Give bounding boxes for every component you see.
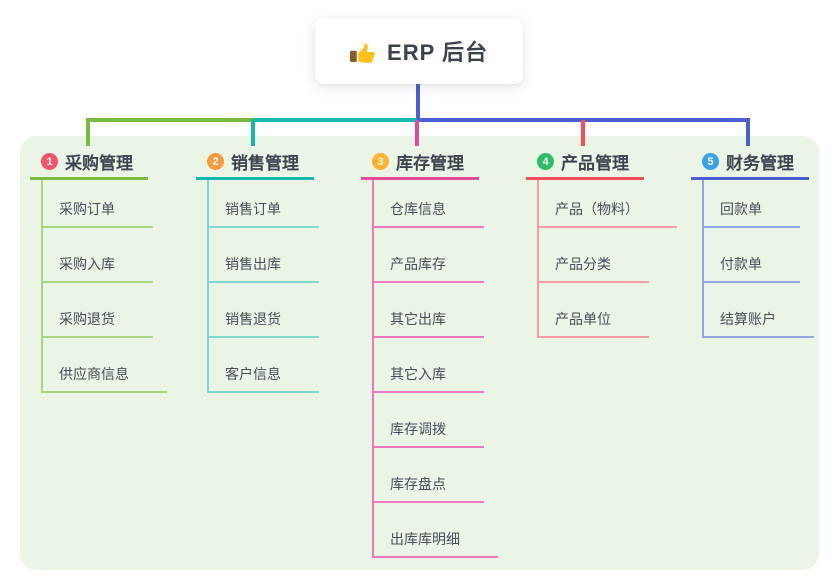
node-label: 销售出库 <box>225 256 281 272</box>
node-product-stock[interactable]: 产品库存 <box>374 228 484 283</box>
node-customer-info[interactable]: 客户信息 <box>209 338 319 393</box>
node-label: 付款单 <box>720 256 762 272</box>
node-label: 销售订单 <box>225 201 281 217</box>
node-label: 仓库信息 <box>390 201 446 217</box>
node-settlement-account[interactable]: 结算账户 <box>704 283 814 338</box>
node-purchase-return[interactable]: 采购退货 <box>43 283 153 338</box>
branch-title-finance[interactable]: 5 财务管理 <box>691 146 809 180</box>
branch-label: 销售管理 <box>231 154 299 173</box>
connector-root-drop <box>416 84 420 120</box>
branch-number-badge: 3 <box>372 153 389 170</box>
node-label: 采购退货 <box>59 311 115 327</box>
connector-drop-teal <box>251 119 255 146</box>
node-product-category[interactable]: 产品分类 <box>539 228 649 283</box>
node-label: 采购入库 <box>59 256 115 272</box>
node-label: 产品单位 <box>555 311 611 327</box>
node-label: 库存调拨 <box>390 421 446 437</box>
node-purchase-order[interactable]: 采购订单 <box>43 180 153 228</box>
branch-children-purchase: 采购订单 采购入库 采购退货 供应商信息 <box>41 180 167 393</box>
node-sales-return[interactable]: 销售退货 <box>209 283 319 338</box>
branch-number-badge: 1 <box>41 153 58 170</box>
branch-product: 4 产品管理 产品（物料） 产品分类 产品单位 <box>526 146 677 338</box>
branch-label: 财务管理 <box>726 154 794 173</box>
connector-drop-blue <box>746 119 750 146</box>
connector-drop-green <box>86 119 90 146</box>
node-product-unit[interactable]: 产品单位 <box>539 283 649 338</box>
thumbs-up-icon <box>350 43 376 63</box>
node-label: 其它入库 <box>390 366 446 382</box>
branch-children-finance: 回款单 付款单 结算账户 <box>702 180 814 338</box>
node-purchase-inbound[interactable]: 采购入库 <box>43 228 153 283</box>
node-warehouse-info[interactable]: 仓库信息 <box>374 180 484 228</box>
node-supplier-info[interactable]: 供应商信息 <box>43 338 167 393</box>
branches-panel <box>20 136 819 570</box>
branch-label: 库存管理 <box>396 154 464 173</box>
node-label: 供应商信息 <box>59 366 129 382</box>
connector-drop-magenta <box>415 120 419 146</box>
connector-drop-red <box>581 120 585 146</box>
branch-children-sales: 销售订单 销售出库 销售退货 客户信息 <box>207 180 319 393</box>
node-other-outbound[interactable]: 其它出库 <box>374 283 484 338</box>
node-label: 产品分类 <box>555 256 611 272</box>
node-label: 采购订单 <box>59 201 115 217</box>
node-label: 客户信息 <box>225 366 281 382</box>
branch-title-sales[interactable]: 2 销售管理 <box>196 146 314 180</box>
branch-children-inventory: 仓库信息 产品库存 其它出库 其它入库 库存调拨 库存盘点 出库库明细 <box>372 180 498 558</box>
node-sales-outbound[interactable]: 销售出库 <box>209 228 319 283</box>
node-label: 结算账户 <box>720 311 776 327</box>
node-label: 产品（物料） <box>555 201 639 217</box>
branch-label: 产品管理 <box>561 154 629 173</box>
branch-number-badge: 2 <box>207 153 224 170</box>
node-label: 产品库存 <box>390 256 446 272</box>
branch-number-badge: 5 <box>702 153 719 170</box>
branch-purchase: 1 采购管理 采购订单 采购入库 采购退货 供应商信息 <box>30 146 167 393</box>
node-stock-transfer[interactable]: 库存调拨 <box>374 393 484 448</box>
root-node[interactable]: ERP 后台 <box>315 18 523 84</box>
root-node-title: ERP 后台 <box>387 40 488 65</box>
branch-children-product: 产品（物料） 产品分类 产品单位 <box>537 180 677 338</box>
node-sales-order[interactable]: 销售订单 <box>209 180 319 228</box>
node-label: 出库库明细 <box>390 531 460 547</box>
node-stock-taking[interactable]: 库存盘点 <box>374 448 484 503</box>
branch-inventory: 3 库存管理 仓库信息 产品库存 其它出库 其它入库 库存调拨 库存盘点 出库库… <box>361 146 498 558</box>
node-outbound-detail[interactable]: 出库库明细 <box>374 503 498 558</box>
branch-label: 采购管理 <box>65 154 133 173</box>
node-receipt-bill[interactable]: 回款单 <box>704 180 800 228</box>
connector-bus-teal <box>255 118 417 122</box>
node-label: 销售退货 <box>225 311 281 327</box>
node-payment-bill[interactable]: 付款单 <box>704 228 800 283</box>
branch-title-purchase[interactable]: 1 采购管理 <box>30 146 148 180</box>
connector-bus-green <box>86 118 255 122</box>
node-label: 回款单 <box>720 201 762 217</box>
branch-number-badge: 4 <box>537 153 554 170</box>
branch-finance: 5 财务管理 回款单 付款单 结算账户 <box>691 146 814 338</box>
branch-title-inventory[interactable]: 3 库存管理 <box>361 146 479 180</box>
branch-title-product[interactable]: 4 产品管理 <box>526 146 644 180</box>
node-label: 库存盘点 <box>390 476 446 492</box>
node-other-inbound[interactable]: 其它入库 <box>374 338 484 393</box>
node-label: 其它出库 <box>390 311 446 327</box>
branch-sales: 2 销售管理 销售订单 销售出库 销售退货 客户信息 <box>196 146 319 393</box>
node-product-material[interactable]: 产品（物料） <box>539 180 677 228</box>
